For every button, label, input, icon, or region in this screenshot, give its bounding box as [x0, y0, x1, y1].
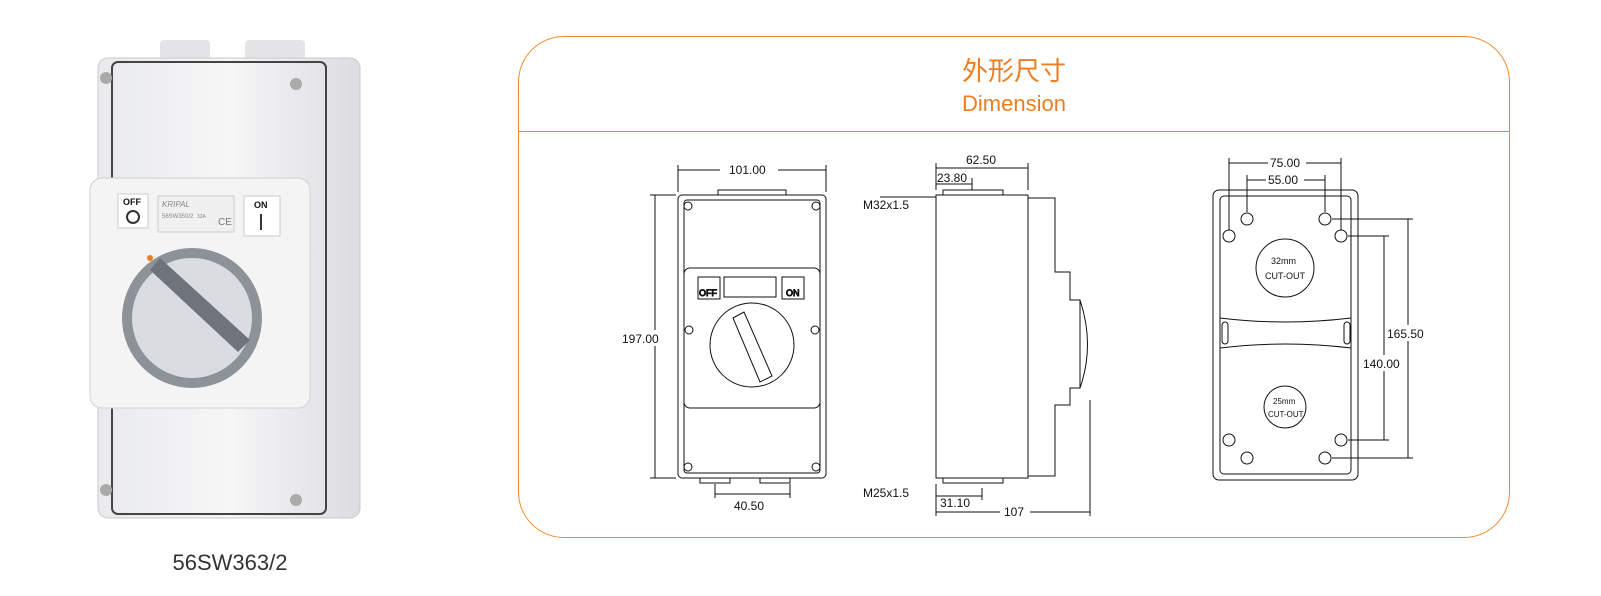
- product-photo: OFF KRIPAL 56SW350/2 32A CE ON: [89, 40, 361, 519]
- rotary-handle: [150, 258, 250, 352]
- dim-front-width: 101.00: [729, 163, 766, 177]
- front-view: OFF ON 101.00 197.00 40.50: [615, 161, 827, 513]
- front-on-label: ON: [786, 288, 800, 298]
- indicator-dot: [147, 255, 153, 261]
- screw-icon: [290, 78, 302, 90]
- cutout-top-label: CUT-OUT: [1265, 271, 1305, 281]
- cutout-top-size: 32mm: [1271, 256, 1296, 266]
- label-ce: CE: [218, 217, 232, 228]
- front-off-label: OFF: [699, 288, 717, 298]
- cutout-bottom-size: 25mm: [1273, 397, 1296, 406]
- product-model: 56SW363/2: [172, 550, 288, 575]
- dimension-panel: 外形尺寸 Dimension: [518, 36, 1510, 538]
- dim-side-depth: 62.50: [966, 153, 996, 167]
- dim-side-total: 107: [1004, 505, 1024, 519]
- screw-icon: [100, 72, 112, 84]
- label-off: OFF: [123, 197, 141, 207]
- dim-side-offset-top: 23.80: [937, 171, 967, 185]
- screw-icon: [100, 484, 112, 496]
- label-code: 56SW350/2: [162, 214, 194, 220]
- side-view: 62.50 23.80 M32x1.5 M25x1.5 31.10 107: [863, 153, 1091, 520]
- cutout-bottom-label: CUT-OUT: [1268, 410, 1304, 419]
- label-on: ON: [254, 200, 268, 210]
- label-brand: KRIPAL: [162, 200, 190, 209]
- cable-gland-top-left: [160, 40, 210, 62]
- screw-icon: [290, 494, 302, 506]
- dim-side-offset-bottom: 31.10: [940, 496, 970, 510]
- thread-bottom: M25x1.5: [863, 486, 909, 500]
- dim-back-w2: 55.00: [1268, 173, 1298, 187]
- label-rating: 32A: [197, 214, 207, 220]
- dim-back-h1: 165.50: [1387, 327, 1424, 341]
- panel-divider: [519, 131, 1509, 132]
- dim-back-h2: 140.00: [1363, 357, 1400, 371]
- thread-top: M32x1.5: [863, 198, 909, 212]
- back-view: 32mm CUT-OUT 25mm CUT-OUT 75.00 55.00 16…: [1212, 155, 1429, 481]
- panel-title-en: Dimension: [962, 91, 1066, 116]
- dim-front-bottom: 40.50: [734, 499, 764, 513]
- panel-title-cn: 外形尺寸: [961, 56, 1066, 86]
- cable-gland-top-right: [245, 40, 305, 62]
- dim-front-height: 197.00: [622, 332, 659, 346]
- dim-back-w1: 75.00: [1270, 156, 1300, 170]
